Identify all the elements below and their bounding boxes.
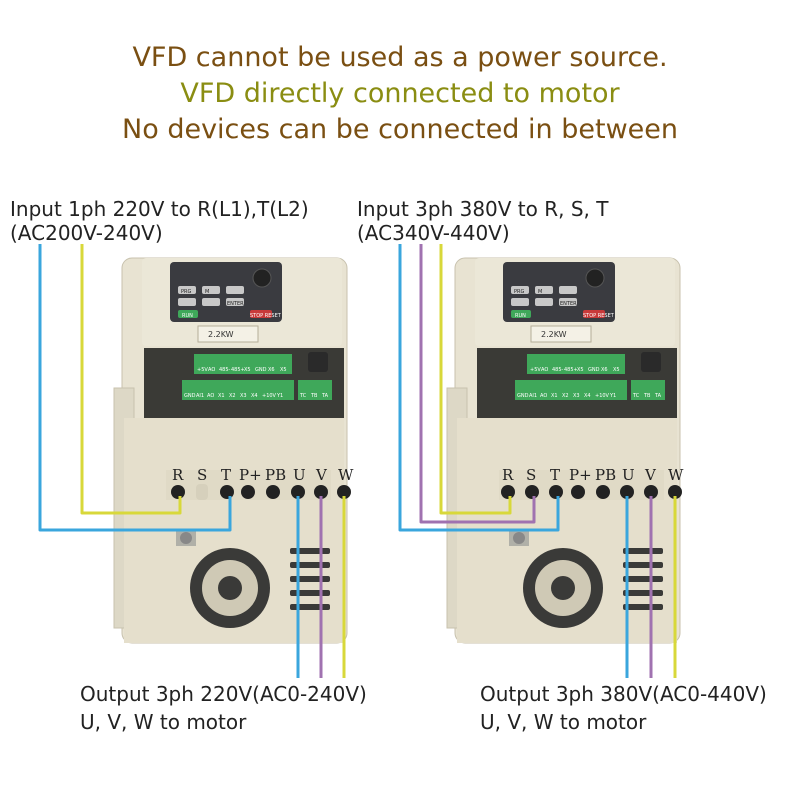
- ctl-top-6: X6: [268, 367, 275, 373]
- left-input-label-1: Input 1ph 220V to R(L1),T(L2): [10, 197, 309, 221]
- r-ctl-top-0: +5V: [530, 367, 541, 373]
- right-term-u: U: [622, 466, 635, 484]
- right-control-terminals: +5V AO 485- 485+ X5 GND X6 X5 GND AI1 AO…: [517, 367, 662, 399]
- right-term-s: S: [526, 466, 536, 484]
- left-term-v: V: [315, 466, 328, 484]
- headline-line-2: VFD directly connected to motor: [180, 78, 620, 109]
- r-ctl-top-7: X5: [613, 367, 620, 373]
- r-ctl-bot-5: X3: [573, 393, 580, 399]
- ctl-top-2: 485-: [219, 367, 231, 373]
- left-key-stop-reset: STOP RESET: [250, 313, 282, 319]
- relay-2: TA: [321, 393, 329, 399]
- ctl-bot-6: X4: [251, 393, 258, 399]
- right-key-stop-reset: STOP RESET: [583, 313, 615, 319]
- right-keypad: PRG M ENTER RUN STOP RESET 2.2KW: [514, 289, 615, 339]
- right-key-m: M: [538, 289, 542, 295]
- left-wiring: [38, 244, 346, 678]
- right-term-w: W: [668, 466, 684, 484]
- left-key-run: RUN: [182, 313, 193, 319]
- right-rating: 2.2KW: [541, 330, 567, 339]
- left-key-enter: ENTER: [227, 301, 244, 307]
- relay-1: TB: [310, 393, 318, 399]
- right-output-label-1: Output 3ph 380V(AC0-440V): [480, 682, 767, 706]
- r-ctl-top-5: GND: [588, 367, 600, 373]
- r-ctl-bot-4: X2: [562, 393, 569, 399]
- left-output-label-1: Output 3ph 220V(AC0-240V): [80, 682, 367, 706]
- r-ctl-top-3: 485+: [564, 367, 578, 373]
- left-term-s: S: [197, 466, 207, 484]
- r-ctl-bot-6: X4: [584, 393, 591, 399]
- right-term-p-plus: P+: [569, 466, 592, 484]
- r-ctl-bot-0: GND: [517, 393, 529, 399]
- left-control-terminals: +5V AO 485- 485+ X5 GND X6 X5 GND AI1 AO…: [184, 367, 329, 399]
- left-key-m: M: [205, 289, 209, 295]
- r-ctl-top-4: X5: [577, 367, 584, 373]
- right-power-terminals: R S T P+ PB U V W: [501, 466, 684, 499]
- r-ctl-top-2: 485-: [552, 367, 564, 373]
- r-ctl-bot-3: X1: [551, 393, 558, 399]
- ctl-top-7: X5: [280, 367, 287, 373]
- left-wire-l2: [80, 244, 182, 515]
- right-wire-s: [419, 244, 536, 524]
- left-power-terminals: R S T P+ PB U V W: [171, 466, 354, 500]
- r-relay-1: TB: [643, 393, 651, 399]
- left-term-pb: PB: [265, 466, 286, 484]
- headline-line-3: No devices can be connected in between: [122, 114, 678, 145]
- left-term-w: W: [338, 466, 354, 484]
- ctl-bot-1: AI1: [196, 393, 204, 399]
- left-vfd-housing: [113, 257, 348, 644]
- ctl-top-5: GND: [255, 367, 267, 373]
- ctl-bot-0: GND: [184, 393, 196, 399]
- ctl-bot-2: AO: [207, 393, 214, 399]
- r-ctl-bot-8: Y1: [609, 393, 616, 399]
- left-input-label-2: (AC200V-240V): [10, 221, 163, 245]
- right-vfd-housing: [446, 257, 681, 644]
- ctl-bot-7: +10V: [262, 393, 277, 399]
- r-ctl-bot-7: +10V: [595, 393, 610, 399]
- right-key-prg: PRG: [514, 289, 524, 295]
- left-term-u: U: [293, 466, 306, 484]
- ctl-bot-3: X1: [218, 393, 225, 399]
- right-term-v: V: [644, 466, 657, 484]
- ctl-bot-5: X3: [240, 393, 247, 399]
- r-relay-0: TC: [632, 393, 640, 399]
- ctl-top-1: AO: [208, 367, 215, 373]
- left-rating: 2.2KW: [208, 330, 234, 339]
- left-term-t: T: [221, 466, 231, 484]
- r-ctl-top-6: X6: [601, 367, 608, 373]
- right-input-label-1: Input 3ph 380V to R, S, T: [357, 197, 609, 221]
- ctl-top-4: X5: [244, 367, 251, 373]
- headline-line-1: VFD cannot be used as a power source.: [132, 42, 668, 73]
- right-output-label-2: U, V, W to motor: [480, 710, 647, 734]
- left-term-r: R: [172, 466, 184, 484]
- relay-0: TC: [299, 393, 307, 399]
- right-term-r: R: [502, 466, 514, 484]
- left-wire-l1: [38, 244, 232, 532]
- left-term-p-plus: P+: [239, 466, 262, 484]
- right-wiring: [398, 244, 677, 678]
- r-ctl-bot-2: AO: [540, 393, 547, 399]
- right-wire-r: [398, 244, 560, 532]
- left-keypad: PRG M ENTER RUN STOP RESET 2.2KW: [181, 289, 282, 339]
- left-key-prg: PRG: [181, 289, 191, 295]
- right-key-run: RUN: [515, 313, 526, 319]
- left-output-label-2: U, V, W to motor: [80, 710, 247, 734]
- r-ctl-top-1: AO: [541, 367, 548, 373]
- ctl-bot-8: Y1: [276, 393, 283, 399]
- r-relay-2: TA: [654, 393, 662, 399]
- right-term-pb: PB: [595, 466, 616, 484]
- r-ctl-bot-1: AI1: [529, 393, 537, 399]
- right-term-t: T: [550, 466, 560, 484]
- ctl-top-3: 485+: [231, 367, 245, 373]
- ctl-top-0: +5V: [197, 367, 208, 373]
- right-wire-t: [439, 244, 512, 515]
- right-input-label-2: (AC340V-440V): [357, 221, 510, 245]
- ctl-bot-4: X2: [229, 393, 236, 399]
- right-key-enter: ENTER: [560, 301, 577, 307]
